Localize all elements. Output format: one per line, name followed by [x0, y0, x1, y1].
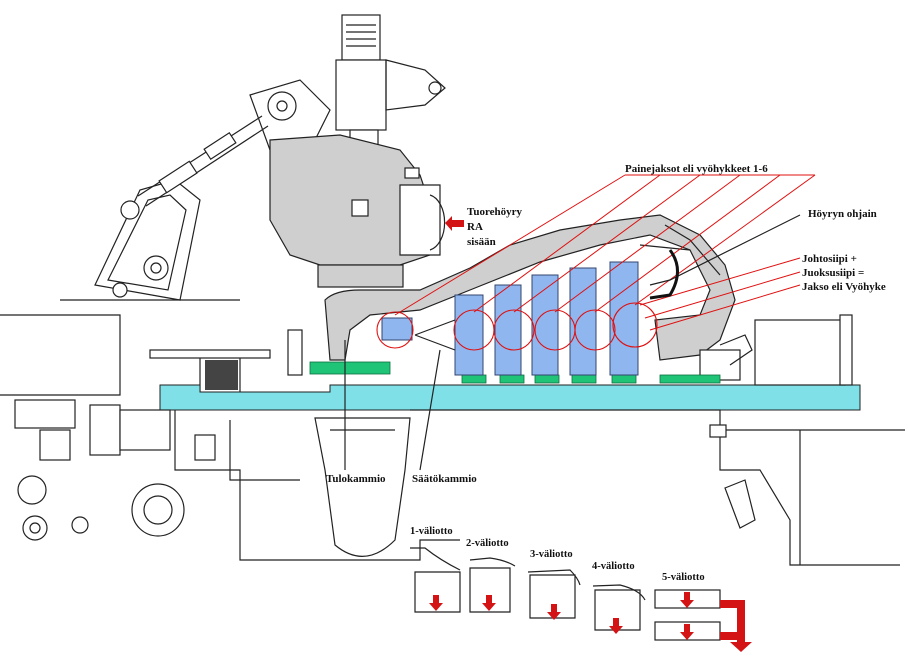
extraction-nozzles — [410, 547, 721, 641]
label-steam-inlet-3: sisään — [467, 236, 496, 248]
control-chamber-pointer — [419, 349, 441, 471]
label-steam-guide: Höyryn ohjain — [808, 208, 877, 220]
label-pressure-stages: Painejaksot eli vyöhykkeet 1-6 — [625, 163, 768, 175]
pressure-stage-leaders — [376, 174, 816, 351]
label-steam-inlet-2: RA — [467, 221, 483, 233]
label-stage-def-3: Jakso eli Vyöhyke — [802, 281, 886, 293]
shaft-seals — [309, 361, 721, 384]
label-inlet-chamber: Tulokammio — [326, 473, 386, 485]
bearing-left — [149, 329, 303, 394]
steam-guide-pointer — [649, 214, 801, 286]
governor-linkage — [0, 79, 331, 396]
label-stage-def-2: Juoksusiipi = — [802, 267, 864, 279]
control-valve — [269, 14, 446, 288]
label-extraction-2: 2-väliotto — [466, 538, 509, 549]
label-stage-def-1: Johtosiipi + — [802, 253, 857, 265]
label-extraction-1: 1-väliotto — [410, 526, 453, 537]
label-extraction-3: 3-väliotto — [530, 549, 573, 560]
label-extraction-5: 5-väliotto — [662, 572, 705, 583]
steam-inlet-arrow — [445, 216, 464, 231]
label-steam-inlet-1: Tuorehöyry — [467, 206, 523, 218]
label-extraction-4: 4-väliotto — [592, 561, 635, 572]
label-control-chamber: Säätökammio — [412, 473, 477, 485]
turbine-shaft — [159, 384, 861, 411]
lower-structure — [14, 399, 905, 566]
steam-guide-hook — [649, 249, 679, 300]
extraction-arrows — [429, 592, 752, 652]
